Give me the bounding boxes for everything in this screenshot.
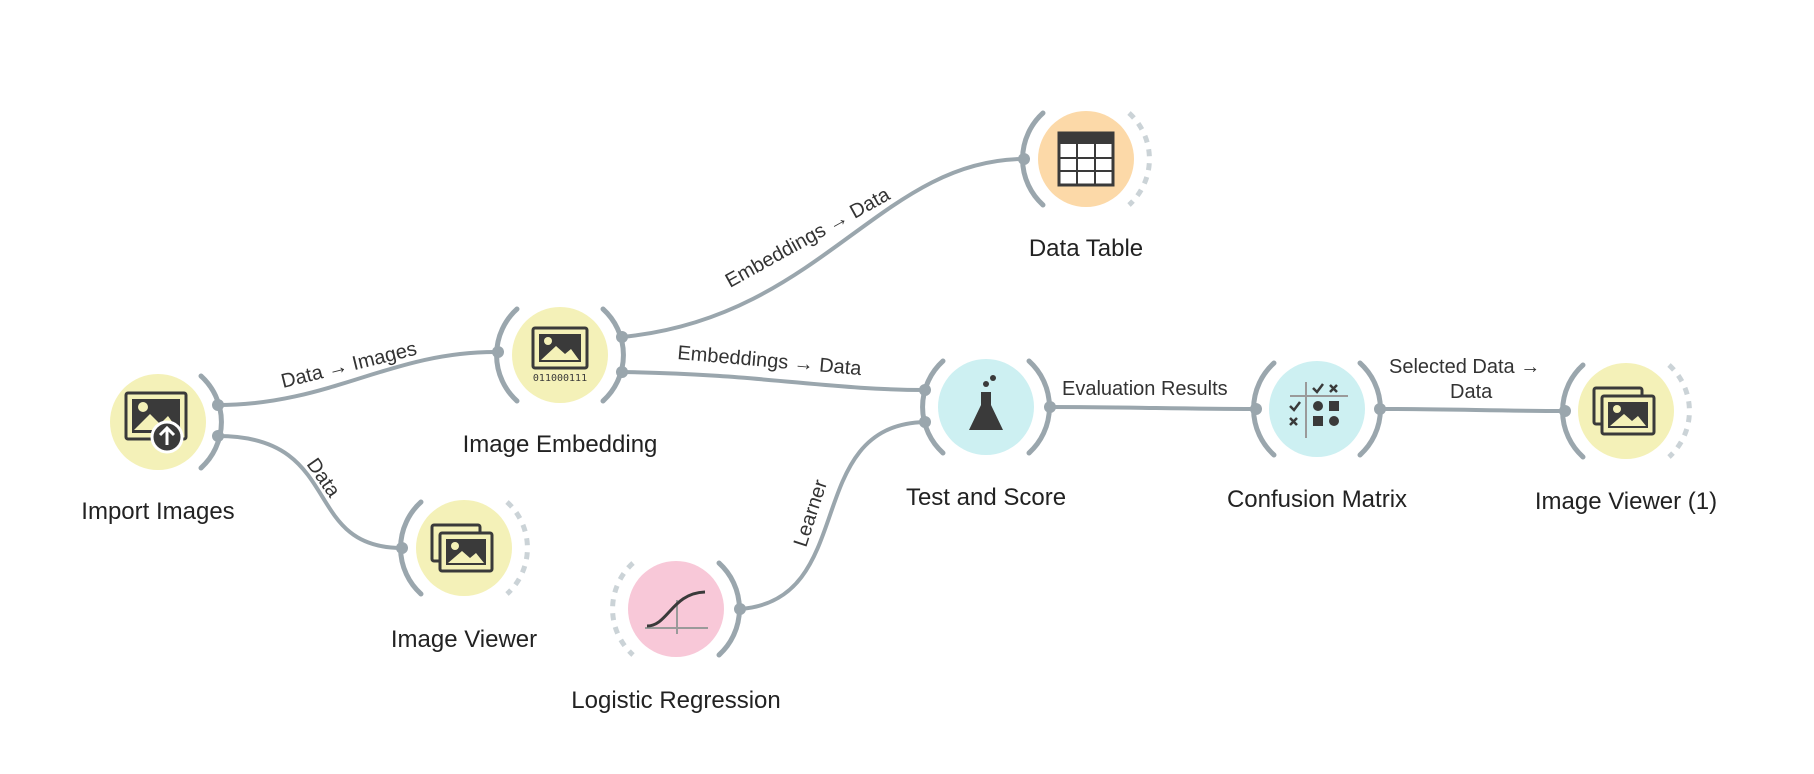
link-embedding-to-score[interactable] xyxy=(620,370,927,392)
input-anchor[interactable] xyxy=(1018,153,1030,165)
link-score-to-matrix[interactable] xyxy=(1048,405,1257,411)
link-label-regression-to-score: Learner xyxy=(790,477,832,550)
link-regression-to-score[interactable] xyxy=(738,420,927,611)
widget-import-images[interactable]: Import Images xyxy=(81,373,235,525)
link-matrix-to-viewer[interactable] xyxy=(1378,407,1567,413)
input-anchor[interactable] xyxy=(396,542,408,554)
output-anchor[interactable] xyxy=(734,603,746,615)
link-label-matrix-to-viewer-line2: Data xyxy=(1450,381,1493,403)
input-arc xyxy=(920,358,946,456)
widget-logistic-regression[interactable]: Logistic Regression xyxy=(571,560,781,714)
input-anchor[interactable] xyxy=(492,346,504,358)
widget-data-table[interactable]: Data Table xyxy=(1018,110,1152,262)
image-upload-icon xyxy=(124,391,188,454)
output-anchor[interactable] xyxy=(212,399,224,411)
output-anchor[interactable] xyxy=(616,366,628,378)
flask-icon xyxy=(969,375,1003,430)
widget-label: Import Images xyxy=(81,498,234,525)
input-anchor[interactable] xyxy=(1250,403,1262,415)
output-arc xyxy=(600,306,626,404)
output-arc xyxy=(198,373,224,471)
table-icon xyxy=(1057,131,1115,187)
input-anchor[interactable] xyxy=(919,416,931,428)
link-import-to-viewer[interactable] xyxy=(216,434,404,550)
widget-label: Image Viewer (1) xyxy=(1535,488,1717,515)
link-label-embedding-to-table: Embeddings → Data xyxy=(722,183,895,292)
link-label-matrix-to-viewer-line1: Selected Data → xyxy=(1389,356,1540,378)
widget-image-embedding[interactable]: 011000111 Image Embedding xyxy=(463,306,658,458)
output-anchor[interactable] xyxy=(212,430,224,442)
links xyxy=(216,157,1567,611)
binary-text: 011000111 xyxy=(533,373,587,384)
widget-label: Test and Score xyxy=(906,484,1066,511)
output-arc xyxy=(1127,111,1152,207)
widget-label: Data Table xyxy=(1029,235,1143,262)
widget-label: Logistic Regression xyxy=(571,687,780,714)
matrix-icon xyxy=(1289,382,1348,438)
sigmoid-curve-icon xyxy=(645,590,708,634)
image-stack-icon xyxy=(430,523,494,573)
output-arc xyxy=(505,500,530,596)
image-stack-icon xyxy=(1592,386,1656,436)
widget-label: Image Viewer xyxy=(391,626,537,653)
link-import-to-embedding[interactable] xyxy=(216,350,497,407)
input-anchor[interactable] xyxy=(1559,405,1571,417)
input-arc xyxy=(610,561,635,657)
widget-test-and-score[interactable]: Test and Score xyxy=(906,358,1066,511)
output-anchor[interactable] xyxy=(1044,401,1056,413)
input-anchor[interactable] xyxy=(919,384,931,396)
link-label-score-to-matrix: Evaluation Results xyxy=(1062,378,1228,400)
output-anchor[interactable] xyxy=(616,331,628,343)
link-embedding-to-table[interactable] xyxy=(620,157,1025,339)
widget-label: Confusion Matrix xyxy=(1227,486,1407,513)
widget-confusion-matrix[interactable]: Confusion Matrix xyxy=(1227,360,1407,513)
image-binary-icon: 011000111 xyxy=(531,326,589,384)
output-arc xyxy=(1667,363,1692,459)
widget-label: Image Embedding xyxy=(463,431,658,458)
widget-image-viewer-1[interactable]: Image Viewer (1) xyxy=(1535,362,1717,515)
output-anchor[interactable] xyxy=(1374,403,1386,415)
widget-image-viewer[interactable]: Image Viewer xyxy=(391,499,537,653)
